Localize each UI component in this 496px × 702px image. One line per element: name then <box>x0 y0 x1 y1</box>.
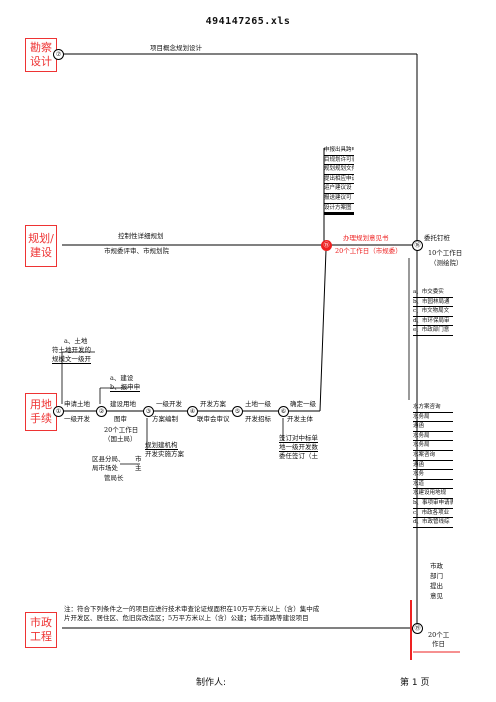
stack-item: a、市交委实 <box>413 288 453 298</box>
stack-item: 水建设用地规 <box>413 489 453 499</box>
section-label: 规划/建设 <box>28 232 54 259</box>
stack-item: c、市政各项业 <box>413 509 453 519</box>
stack-item: 水务 <box>413 470 453 480</box>
node-7: ⑦ <box>53 49 64 60</box>
footer-maker: 制作人: <box>196 678 227 688</box>
municipal-time-2: 作日 <box>432 640 445 648</box>
stack-item: 水务局 <box>413 413 453 423</box>
land-dept-2: 局市场处 <box>92 464 118 472</box>
municipal-note-1: 注：符合下列条件之一的项目应进行技术审查论证规面积在10万平方米以上（含）集中成 <box>64 605 320 613</box>
planning-opinion-time: 20个工作日（市规委） <box>335 247 402 255</box>
land-tender: 土地一级 <box>245 400 271 408</box>
node-5: ⑤ <box>232 406 243 417</box>
land-dept-1: 区县分局、 <box>92 455 125 463</box>
land-note-a1: a、土地 <box>64 337 88 345</box>
land-tender-2: 开发招标 <box>245 415 271 423</box>
land-note-a2: 符土地开发的 <box>52 346 91 354</box>
node-19: ⑲ <box>412 623 423 634</box>
stack-item <box>324 214 354 216</box>
land-apply: 申请土地 <box>64 400 90 408</box>
planning-label-1: 控制性详细规划 <box>118 232 164 240</box>
stack-item: c、市文物局文 <box>413 307 453 317</box>
stack-item: 水务局 <box>413 432 453 442</box>
land-dept-side-1: 市 <box>135 455 142 463</box>
planning-stake-time-2: （测绘院） <box>430 259 463 267</box>
footer-page: 第 1 页 <box>400 678 430 688</box>
land-dept-side-2: 主 <box>135 464 142 472</box>
stack-item: 水方案咨询 <box>413 403 453 413</box>
land-plan-org-2: 开发实施方案 <box>145 450 184 458</box>
land-subject: 确定一级 <box>290 400 316 408</box>
right-stack-2: 水方案咨询 水务局 通函 水务局 水务局 水案咨询 通函 水务 水道 水建设用地… <box>413 403 453 528</box>
land-note-b1: a、建设 <box>110 374 134 382</box>
stack-item: 报送建议可 <box>324 194 354 204</box>
section-planning: 规划/建设 <box>25 225 57 267</box>
land-apply-2: 一级开发 <box>64 415 90 423</box>
stack-item: 通函 <box>413 461 453 471</box>
stack-item: 提出相应申请 <box>324 175 354 185</box>
page-title: 494147265.xls <box>205 16 291 27</box>
section-label: 市政工程 <box>30 616 52 643</box>
planning-label-2: 市规委评审、市规划院 <box>104 247 169 255</box>
land-apply-time-1: 20个工作日 <box>104 426 139 434</box>
node-2: ② <box>96 406 107 417</box>
land-review-2: 联审会审议 <box>197 415 230 423</box>
survey-label: 项目概念规划设计 <box>150 44 202 52</box>
stack-item: 水务局 <box>413 441 453 451</box>
land-plan-org-1: 规划建机构 <box>145 441 178 450</box>
stack-item: 规划规划文件 <box>324 165 354 175</box>
stack-item: b、事项审申请表 <box>413 499 453 509</box>
stack-item: 水道 <box>413 480 453 490</box>
municipal-dept-3: 提出 <box>430 582 443 590</box>
land-review: 开发方案 <box>200 400 226 408</box>
municipal-time-1: 20个工 <box>428 631 450 639</box>
land-subject-2: 开发主体 <box>287 415 313 423</box>
stack-item: 设计方案图 <box>324 204 354 214</box>
node-15: ⑮ <box>321 240 332 251</box>
node-3: ③ <box>143 406 154 417</box>
land-tender-note-2: 地一级开发数 <box>279 443 318 452</box>
planning-opinion: 办理规划意见书 <box>343 234 389 242</box>
land-note-b2: b、报申申 <box>110 383 141 392</box>
land-build-map-2: 图审 <box>114 415 127 423</box>
node-1: ① <box>53 406 64 417</box>
land-plan-2: 方案编制 <box>152 415 178 423</box>
stack-item <box>324 213 354 215</box>
node-6: ⑥ <box>278 406 289 417</box>
land-plan: 一级开发 <box>156 400 182 408</box>
stack-item: d、市政管线综 <box>413 518 453 528</box>
node-4: ④ <box>187 406 198 417</box>
municipal-dept-2: 部门 <box>430 572 443 580</box>
section-label: 用地手续 <box>30 398 52 425</box>
section-label: 勘察设计 <box>30 41 52 68</box>
municipal-note-2: 片开发区、居住区、危旧房改造区；5万平方米以上（含）公建；城市道路等建设项目 <box>64 614 309 622</box>
stack-item: b、市园林局通 <box>413 298 453 308</box>
stack-item: 运户建议设 <box>324 184 354 194</box>
land-build-map: 建设用地 <box>110 400 136 408</box>
land-tender-note-3: 委任签订（土 <box>279 452 318 460</box>
stack-item: d、市环保局审 <box>413 317 453 327</box>
planning-stake: 委托钉桩 <box>424 234 450 242</box>
stack-item: 申报出具跨申 <box>324 146 354 156</box>
land-tender-note-1: 签订对中标单 <box>279 434 318 443</box>
stack-item: e、市政部门意 <box>413 326 453 336</box>
right-stack-1: a、市交委实 b、市园林局通 c、市文物局文 d、市环保局审 e、市政部门意 <box>413 288 453 336</box>
stack-item: 通函 <box>413 422 453 432</box>
section-municipal: 市政工程 <box>25 612 57 648</box>
section-survey-design: 勘察设计 <box>25 38 57 72</box>
stack-item: 水案咨询 <box>413 451 453 461</box>
stack-item: 目规划许可表 <box>324 156 354 166</box>
node-16: ⑯ <box>412 240 423 251</box>
land-apply-time-2: （国土局） <box>104 435 137 443</box>
planning-stack: 申报出具跨申 目规划许可表 规划规划文件 提出相应申请 运户建议设 报送建议可 … <box>324 146 354 216</box>
planning-stake-time-1: 10个工作日 <box>428 249 463 257</box>
land-note-a3: 规模文一级开 <box>52 355 91 364</box>
land-dept-3: 管局长 <box>104 474 124 482</box>
municipal-dept-4: 意见 <box>430 592 443 600</box>
section-land: 用地手续 <box>25 393 57 431</box>
municipal-dept-1: 市政 <box>430 562 443 570</box>
